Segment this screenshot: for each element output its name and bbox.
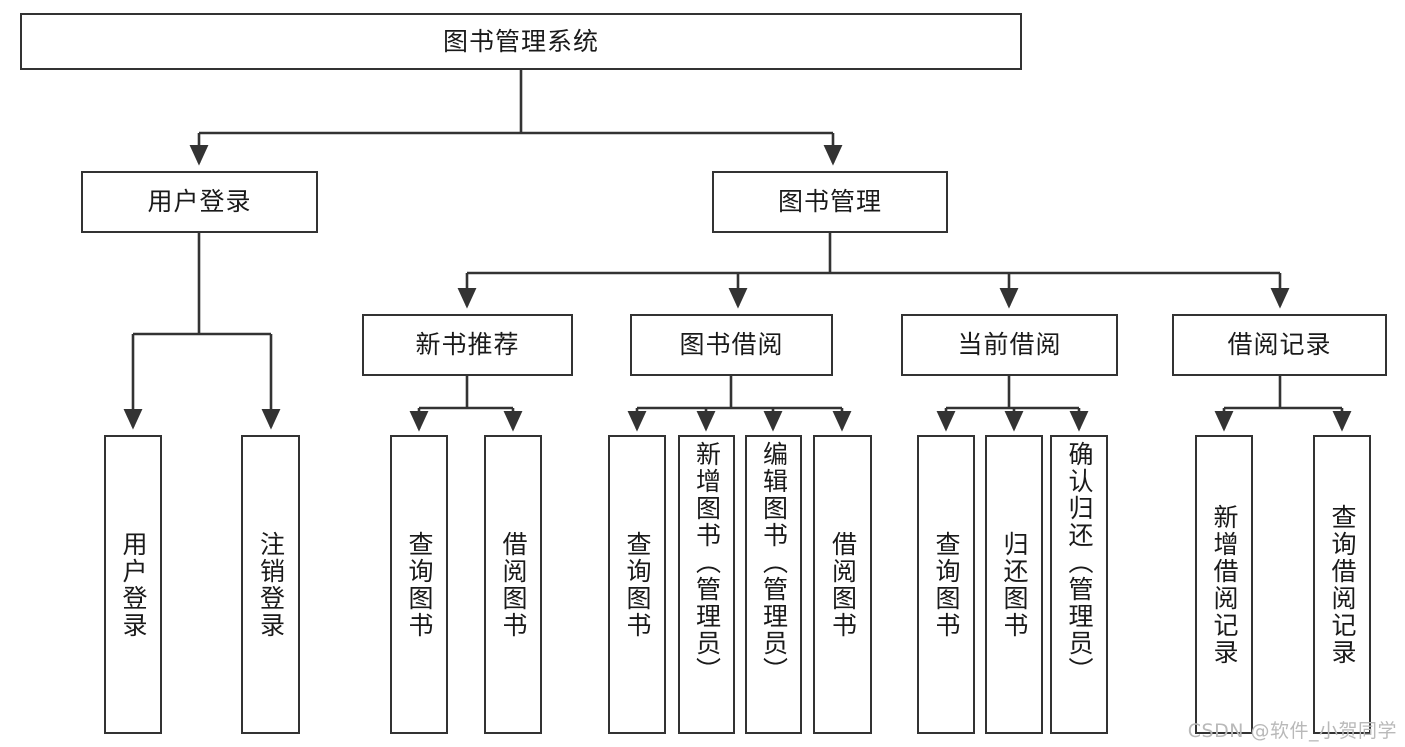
node-leaf-query-book-3[interactable]: 查询图书	[917, 435, 975, 734]
csdn-watermark: CSDN @软件_小贺同学	[1187, 720, 1397, 742]
node-leaf-user-login[interactable]: 用户登录	[104, 435, 162, 734]
node-book-borrow[interactable]: 图书借阅	[630, 314, 833, 376]
node-leaf-confirm-return[interactable]: 确认归还（管理员）	[1050, 435, 1108, 734]
node-root[interactable]: 图书管理系统	[20, 13, 1022, 70]
node-new-book-recommend[interactable]: 新书推荐	[362, 314, 573, 376]
node-leaf-logout[interactable]: 注销登录	[241, 435, 300, 734]
node-leaf-add-borrow-record[interactable]: 新增借阅记录	[1195, 435, 1253, 734]
node-leaf-query-book-1[interactable]: 查询图书	[390, 435, 448, 734]
node-book-manage[interactable]: 图书管理	[712, 171, 948, 233]
node-leaf-add-book-admin[interactable]: 新增图书（管理员）	[678, 435, 735, 734]
node-leaf-borrow-book-1[interactable]: 借阅图书	[484, 435, 542, 734]
node-current-borrow[interactable]: 当前借阅	[901, 314, 1118, 376]
node-leaf-query-book-2[interactable]: 查询图书	[608, 435, 666, 734]
node-leaf-borrow-book-2[interactable]: 借阅图书	[813, 435, 872, 734]
node-leaf-return-book[interactable]: 归还图书	[985, 435, 1043, 734]
node-leaf-edit-book-admin[interactable]: 编辑图书（管理员）	[745, 435, 802, 734]
node-leaf-query-borrow-record[interactable]: 查询借阅记录	[1313, 435, 1371, 734]
node-borrow-record[interactable]: 借阅记录	[1172, 314, 1387, 376]
node-user-login[interactable]: 用户登录	[81, 171, 318, 233]
